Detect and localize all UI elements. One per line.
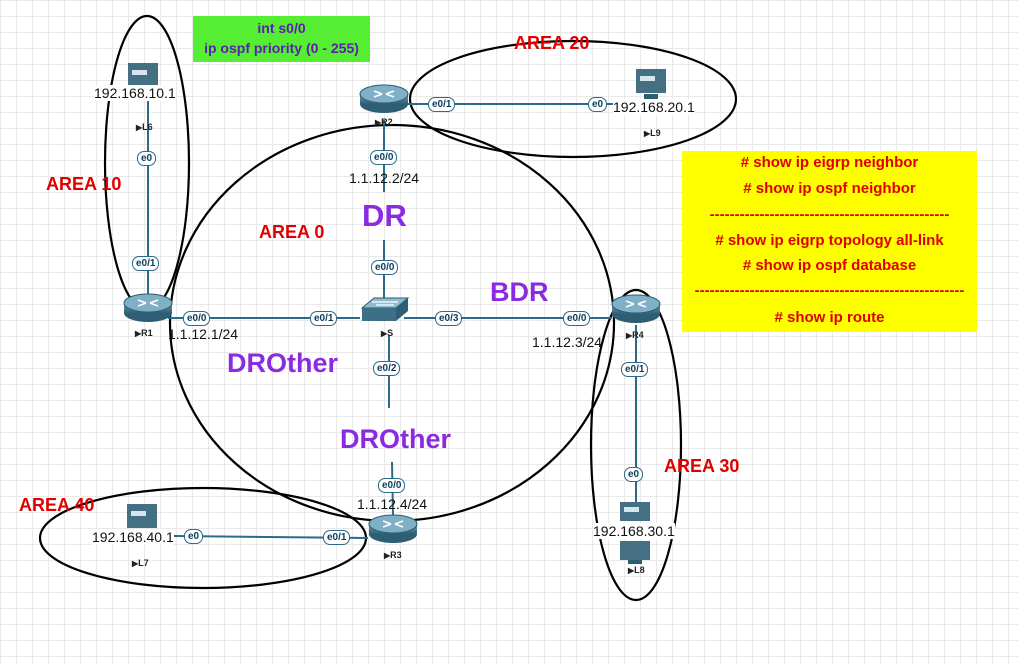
area10-label: AREA 10	[46, 174, 122, 194]
area20-label: AREA 20	[514, 33, 590, 53]
l8-name: L8	[628, 565, 645, 575]
l7-name: L7	[132, 558, 149, 568]
r4-ip: 1.1.12.3/24	[532, 334, 603, 350]
port-r4-e0-1: e0/1	[621, 362, 649, 377]
area30-boundary	[589, 288, 683, 602]
port-r2-e0-1: e0/1	[428, 97, 456, 112]
port-s-e0-3: e0/3	[435, 311, 463, 326]
port-s-e0-1: e0/1	[310, 311, 338, 326]
r1-name: R1	[135, 328, 153, 338]
port-s-e0-2: e0/2	[373, 361, 401, 376]
bdr-label: BDR	[490, 277, 549, 307]
interface-priority-note: int s0/0 ip ospf priority (0 - 255)	[193, 16, 370, 62]
separator-1: ----------------------------------------…	[709, 206, 950, 223]
port-r3-e0-0: e0/0	[378, 478, 406, 493]
router-r1-icon[interactable]	[123, 293, 173, 322]
r4-name: R4	[626, 330, 644, 340]
l7-ip: 192.168.40.1	[92, 529, 174, 545]
router-r3-icon[interactable]	[368, 514, 418, 543]
area0-label: AREA 0	[259, 222, 325, 242]
separator-2: ----------------------------------------…	[694, 282, 965, 299]
cmd-show-ospf-neighbor: # show ip ospf neighbor	[743, 180, 916, 197]
area40-label: AREA 40	[19, 495, 95, 515]
switch-s-icon[interactable]	[360, 297, 410, 321]
port-r4-e0-0: e0/0	[563, 311, 591, 326]
port-r2-e0-0: e0/0	[370, 150, 398, 165]
l6-ip: 192.168.10.1	[94, 85, 176, 101]
l9-name: L9	[644, 128, 661, 138]
l8-ip: 192.168.30.1	[593, 523, 675, 539]
drother-r3-label: DROther	[340, 424, 452, 454]
r3-ip: 1.1.12.4/24	[357, 496, 428, 512]
port-l9-e0: e0	[588, 97, 608, 112]
cmd-show-ospf-database: # show ip ospf database	[742, 257, 917, 274]
host-l9-icon[interactable]	[636, 69, 666, 103]
s-name: S	[381, 328, 393, 338]
port-r1-e0-1: e0/1	[132, 256, 160, 271]
port-l8-e0: e0	[624, 467, 644, 482]
area20-boundary	[408, 39, 738, 159]
r2-name: R2	[375, 117, 393, 127]
port-r3-e0-1: e0/1	[323, 530, 351, 545]
host-l8-icon[interactable]	[620, 502, 650, 564]
r1-ip: 1.1.12.1/24	[168, 326, 239, 342]
note-line-priority: ip ospf priority (0 - 255)	[204, 40, 359, 56]
port-l7-e0: e0	[184, 529, 204, 544]
port-l6-e0: e0	[137, 151, 157, 166]
router-r2-icon[interactable]	[359, 84, 409, 113]
r3-name: R3	[384, 550, 402, 560]
r2-ip: 1.1.12.2/24	[349, 170, 420, 186]
area30-label: AREA 30	[664, 456, 740, 476]
drother-r1-label: DROther	[227, 348, 339, 378]
port-r1-e0-0: e0/0	[183, 311, 211, 326]
cmd-show-eigrp-neighbor: # show ip eigrp neighbor	[740, 154, 919, 171]
note-line-interface: int s0/0	[257, 20, 306, 36]
port-s-e0-0: e0/0	[371, 260, 399, 275]
commands-note: # show ip eigrp neighbor # show ip ospf …	[682, 151, 977, 332]
dr-label: DR	[362, 198, 407, 233]
l9-ip: 192.168.20.1	[613, 99, 695, 115]
l6-name: L6	[136, 122, 153, 132]
cmd-show-ip-route: # show ip route	[774, 309, 885, 326]
router-r4-icon[interactable]	[611, 294, 661, 323]
cmd-show-eigrp-topology: # show ip eigrp topology all-link	[715, 232, 944, 249]
